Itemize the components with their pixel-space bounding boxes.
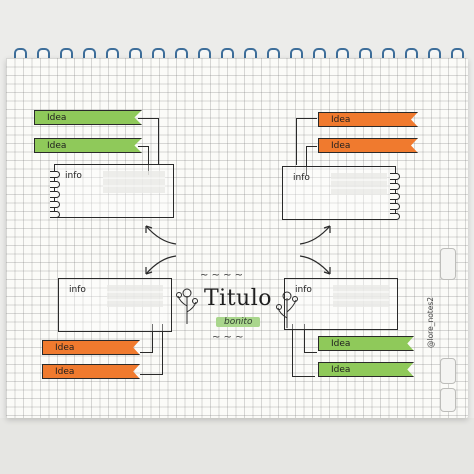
connector <box>138 118 159 165</box>
flower-icon <box>176 288 198 324</box>
connector <box>138 146 149 175</box>
idea-banner: Idea <box>318 362 414 377</box>
info-label: info <box>295 285 312 295</box>
info-field <box>333 285 389 307</box>
idea-banner: Idea <box>42 364 140 379</box>
table-surface <box>0 418 474 474</box>
idea-label: Idea <box>55 366 75 377</box>
idea-banner: Idea <box>318 336 414 351</box>
author-handle: @lore_notes2 <box>426 296 435 348</box>
info-field <box>103 171 165 193</box>
connector <box>292 324 315 377</box>
center-subtitle: bonito <box>216 317 261 327</box>
center-title-cluster: ~ ~ ~ ~ Titulo bonito ~ ~ ~ <box>176 270 298 348</box>
info-label: info <box>65 171 82 181</box>
notebook-page: Idea Idea Idea Idea Idea Idea Idea Idea … <box>6 58 468 418</box>
spiral-icon <box>390 173 400 223</box>
flower-icon <box>276 291 298 328</box>
page-tab <box>440 358 456 384</box>
idea-label: Idea <box>331 114 351 125</box>
info-label: info <box>293 173 310 183</box>
idea-banner: Idea <box>318 112 418 127</box>
idea-label: Idea <box>47 112 67 123</box>
idea-banner: Idea <box>34 138 142 153</box>
center-title: Titulo <box>204 286 273 311</box>
info-box: info <box>58 278 176 336</box>
arrow-icon <box>145 255 177 275</box>
arrow-icon <box>145 225 177 245</box>
arrow-icon <box>299 225 331 245</box>
idea-label: Idea <box>331 338 351 349</box>
idea-banner: Idea <box>34 110 142 125</box>
connector <box>296 118 317 165</box>
info-field <box>107 285 163 307</box>
info-box: info <box>50 164 178 222</box>
spiral-icon <box>50 171 60 221</box>
connector <box>304 324 317 353</box>
idea-banner: Idea <box>42 340 140 355</box>
info-label: info <box>69 285 86 295</box>
connector <box>140 324 153 353</box>
info-field <box>331 173 387 195</box>
idea-banner: Idea <box>318 138 418 153</box>
info-box: info <box>284 278 402 334</box>
page-tab <box>440 388 456 412</box>
idea-label: Idea <box>55 342 75 353</box>
page-tab <box>440 248 456 280</box>
connector <box>140 324 163 375</box>
idea-label: Idea <box>331 364 351 375</box>
idea-label: Idea <box>331 140 351 151</box>
info-box: info <box>282 166 400 224</box>
decorative-squiggle: ~ ~ ~ <box>212 332 244 343</box>
idea-label: Idea <box>47 140 67 151</box>
arrow-icon <box>299 255 331 275</box>
decorative-squiggle: ~ ~ ~ ~ <box>200 270 244 281</box>
connector <box>306 146 317 175</box>
